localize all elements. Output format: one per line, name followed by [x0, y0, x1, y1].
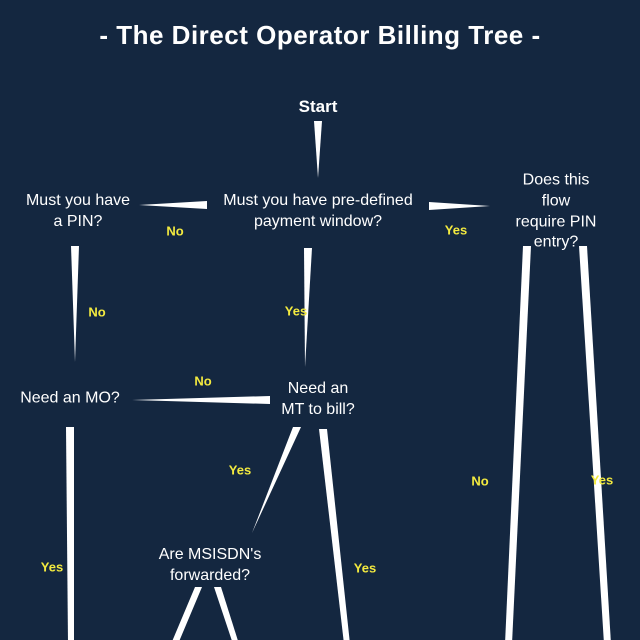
- node-pin-question: Must you have a PIN?: [25, 192, 131, 230]
- node-payment-window-question: Must you have pre-defined payment window…: [223, 192, 413, 230]
- edge-label-no-window-to-pin: No: [166, 223, 184, 239]
- connector-pinentry-left-down: [505, 246, 531, 640]
- edge-label-yes-pinentry-down: Yes: [590, 472, 614, 488]
- edge-label-yes-window-to-mt: Yes: [284, 303, 308, 319]
- connector-window-to-pinentry: [429, 202, 490, 210]
- connector-window-to-pin: [139, 201, 207, 209]
- node-start: Start: [298, 96, 338, 116]
- edge-label-no-pin-down: No: [88, 304, 106, 320]
- connector-msisdn-right-down: [214, 587, 238, 640]
- node-mo-question: Need an MO?: [20, 389, 120, 407]
- page-title: - The Direct Operator Billing Tree -: [99, 20, 541, 50]
- node-msisdn-question: Are MSISDN's forwarded?: [158, 546, 262, 584]
- edge-label-yes-mt-to-msisdn: Yes: [228, 462, 252, 478]
- edge-label-yes-mt-down: Yes: [353, 560, 377, 576]
- connector-pinentry-right-down: [579, 246, 611, 640]
- connector-start-to-window: [314, 121, 322, 178]
- edge-label-no-pinentry-down: No: [471, 473, 489, 489]
- edge-label-yes-mo-down: Yes: [40, 559, 64, 575]
- edge-label-no-mt-to-mo: No: [194, 373, 212, 389]
- connector-mt-to-msisdn: [252, 427, 301, 533]
- connector-pin-down: [71, 246, 79, 362]
- connector-mo-down: [66, 427, 74, 640]
- connector-mt-down: [319, 429, 350, 640]
- connector-window-to-mt: [304, 248, 312, 367]
- connector-mt-to-mo: [132, 396, 270, 404]
- node-pin-entry-question: Does this flow require PIN entry?: [515, 171, 597, 251]
- connector-msisdn-left-down: [172, 587, 202, 640]
- edge-label-yes-window-to-pinentry: Yes: [444, 222, 468, 238]
- node-mt-question: Need an MT to bill?: [281, 380, 355, 418]
